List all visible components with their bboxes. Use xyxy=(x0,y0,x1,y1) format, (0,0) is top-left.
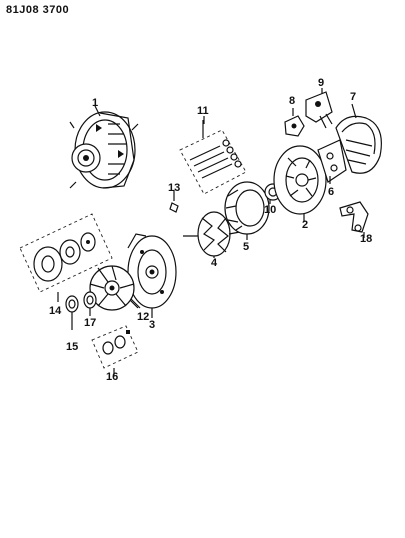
rear-cover xyxy=(335,103,382,174)
callout-5: 5 xyxy=(243,241,250,253)
pulley-kit xyxy=(19,213,113,302)
regulator xyxy=(284,108,305,137)
key-part xyxy=(169,190,179,213)
alternator-assembly xyxy=(69,111,139,189)
callout-14: 14 xyxy=(49,305,62,317)
callout-10: 10 xyxy=(264,204,277,216)
callout-12: 12 xyxy=(137,311,150,323)
callout-4: 4 xyxy=(211,257,218,269)
rear-housing xyxy=(273,145,335,222)
callout-16: 16 xyxy=(106,371,119,383)
callout-2: 2 xyxy=(302,219,309,231)
stator xyxy=(224,181,270,240)
bolt-kit xyxy=(179,120,247,195)
callout-13: 13 xyxy=(168,182,181,194)
callout-11: 11 xyxy=(197,105,209,117)
spacer-washer xyxy=(65,295,79,330)
mounting-bracket xyxy=(339,201,369,238)
rotor xyxy=(183,211,241,258)
lock-washer xyxy=(83,291,97,316)
callout-17: 17 xyxy=(84,317,97,329)
callout-8: 8 xyxy=(289,95,296,107)
fan xyxy=(89,265,139,311)
leader-lines xyxy=(94,105,205,124)
brush-holder xyxy=(305,88,333,129)
callout-18: 18 xyxy=(360,233,373,245)
callout-3: 3 xyxy=(149,319,156,331)
callout-9: 9 xyxy=(318,77,325,89)
diagram-code: 81J08 3700 xyxy=(6,4,70,16)
callout-7: 7 xyxy=(350,91,357,103)
callout-6: 6 xyxy=(328,186,335,198)
front-housing xyxy=(127,233,177,318)
rectifier xyxy=(317,139,347,184)
nut-kit xyxy=(91,325,139,376)
callout-15: 15 xyxy=(66,341,79,353)
callout-1: 1 xyxy=(92,97,99,109)
